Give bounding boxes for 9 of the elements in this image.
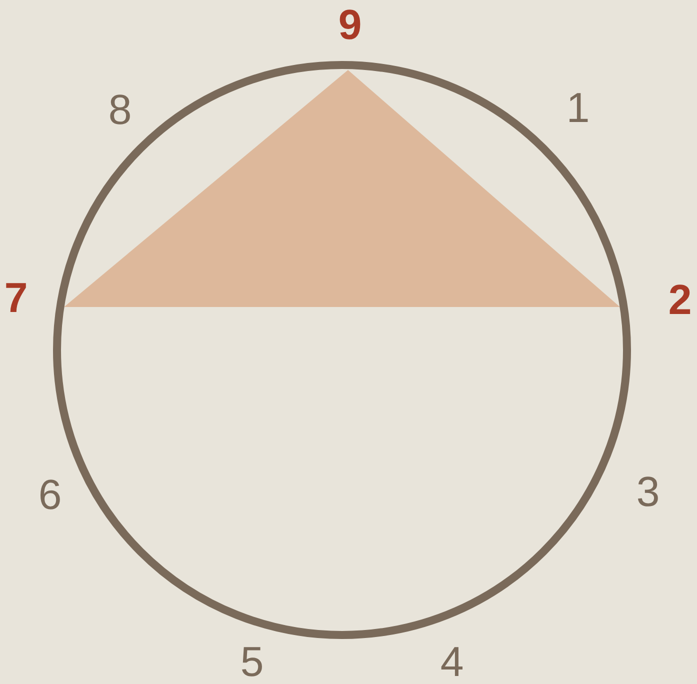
point-number: 9 <box>338 4 362 46</box>
point-number: 6 <box>38 474 62 516</box>
point-number: 5 <box>240 641 264 683</box>
point-number: 3 <box>636 471 660 513</box>
point-number: 1 <box>566 87 590 129</box>
point-number: 7 <box>4 277 28 319</box>
point-number: 4 <box>440 641 464 683</box>
point-number: 2 <box>668 279 692 321</box>
point-number: 8 <box>108 89 132 131</box>
